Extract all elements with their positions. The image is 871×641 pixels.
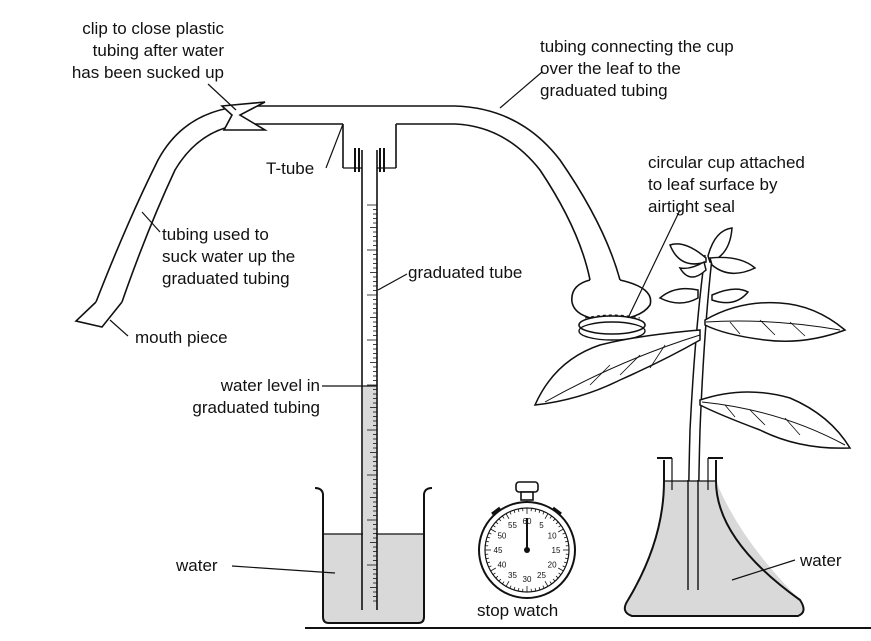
mouth-piece (74, 301, 123, 328)
stopwatch-tick (485, 557, 489, 560)
label-graduated-tube: graduated tube (408, 263, 523, 282)
stopwatch-tick (549, 581, 553, 585)
stopwatch-tick (552, 518, 556, 522)
stopwatch-tick (488, 565, 492, 568)
label-water-level: water level in graduated tubing (192, 376, 320, 417)
stopwatch-number: 30 (523, 575, 532, 584)
label-clip: clip to close plastic tubing after water… (71, 19, 224, 82)
stopwatch-tick (501, 515, 505, 519)
stopwatch-tick (509, 511, 512, 515)
stopwatch-tick (498, 518, 502, 522)
label-mouth-piece: mouth piece (135, 328, 228, 347)
stopwatch-number: 25 (537, 571, 546, 580)
stopwatch-tick (490, 528, 496, 533)
stopwatch-number: 35 (508, 571, 517, 580)
stopwatch-tick (558, 567, 564, 572)
stopwatch-tick (563, 561, 568, 564)
stopwatch-number: 50 (497, 532, 506, 541)
stopwatch-icon: 60510152025303540455055 (478, 481, 576, 599)
circular-cup (571, 279, 652, 341)
stopwatch-tick (542, 511, 545, 515)
stopwatch-tick (495, 521, 499, 525)
graduation-ticks (367, 204, 377, 602)
tube-water-column (363, 386, 376, 608)
beaker-outline (314, 487, 433, 624)
stopwatch-tick (552, 578, 556, 582)
stopwatch-tick (485, 540, 489, 543)
stopwatch-number: 15 (552, 546, 561, 555)
stopwatch-tick (495, 575, 499, 579)
stopwatch-tick (544, 513, 549, 519)
label-water-beaker: water (176, 556, 218, 575)
cup-tubing (454, 105, 621, 281)
suction-tubing (74, 101, 268, 328)
conical-flask (623, 457, 805, 617)
stopwatch-tick (498, 578, 502, 582)
label-tubing-used: tubing used to suck water up the graduat… (162, 225, 296, 288)
stopwatch-tick (488, 532, 492, 535)
leader-lines (109, 71, 796, 581)
stopwatch-number: 10 (548, 532, 557, 541)
plant (533, 227, 852, 591)
stopwatch-tick (558, 572, 562, 576)
graduated-tube (361, 150, 378, 610)
label-t-tube: T-tube (266, 159, 315, 178)
stopwatch-tick (505, 513, 510, 519)
label-stop-watch: stop watch (477, 601, 559, 620)
flask-water (624, 481, 804, 616)
stopwatch-tick (544, 581, 549, 587)
stopwatch-tick (534, 508, 537, 512)
stopwatch-tick (486, 561, 491, 564)
stopwatch-tick (558, 524, 562, 528)
stopwatch-tick (517, 588, 520, 592)
stopwatch-tick (555, 575, 559, 579)
stopwatch-number: 45 (494, 546, 503, 555)
stopwatch-tick (555, 521, 559, 525)
stopwatch-tick (565, 540, 569, 543)
stopwatch-tick (562, 532, 566, 535)
stopwatch-tick (505, 581, 510, 587)
stopwatch-number: 5 (539, 521, 544, 530)
stopwatch-tick (563, 536, 568, 539)
label-water-flask: water (800, 551, 842, 570)
stopwatch-tick (492, 524, 496, 528)
stopwatch-tick (549, 515, 553, 519)
stopwatch-tick (562, 565, 566, 568)
clip-icon (220, 101, 268, 131)
stopwatch-tick (558, 528, 564, 533)
stopwatch-tick (534, 588, 537, 592)
stopwatch-tick (513, 586, 516, 591)
t-tube (245, 105, 455, 172)
stopwatch-tick (538, 586, 541, 591)
stopwatch-tick (486, 536, 491, 539)
stopwatch-tick (538, 509, 541, 514)
stopwatch-number: 55 (508, 521, 517, 530)
label-circular-cup: circular cup attached to leaf surface by… (648, 153, 805, 216)
stopwatch-tick (517, 508, 520, 512)
stopwatch-tick (565, 557, 569, 560)
label-tubing-connecting: tubing connecting the cup over the leaf … (540, 37, 734, 100)
stopwatch-ticks (485, 508, 569, 592)
stopwatch-number: 20 (548, 561, 557, 570)
stopwatch-tick (542, 585, 545, 589)
stopwatch-tick (492, 572, 496, 576)
stopwatch-tick (509, 585, 512, 589)
stopwatch-tick (513, 509, 516, 514)
stopwatch-tick (501, 581, 505, 585)
stopwatch-tick (490, 567, 496, 572)
stopwatch-number: 40 (497, 561, 506, 570)
